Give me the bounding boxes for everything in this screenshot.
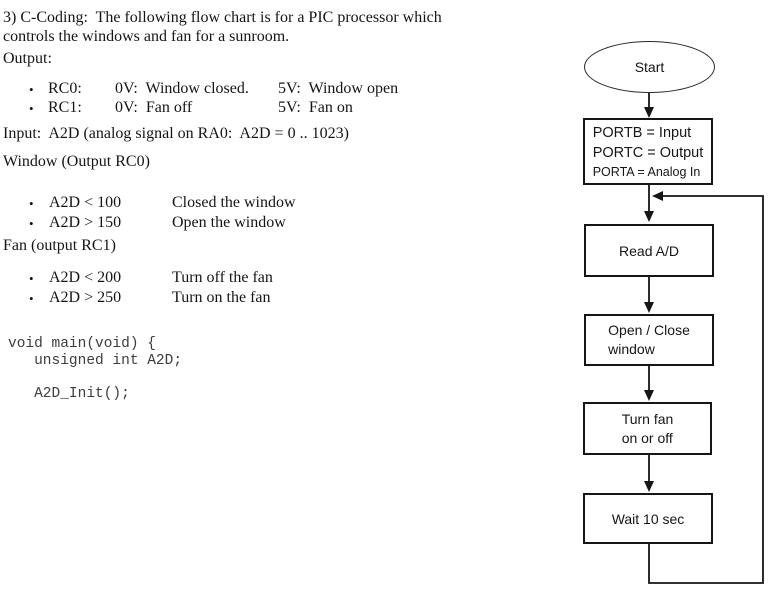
action: Closed the window bbox=[172, 194, 296, 211]
bullet-dot: • bbox=[29, 101, 34, 116]
condition: A2D > 150 bbox=[49, 214, 122, 231]
arrowhead-down-icon bbox=[644, 211, 654, 222]
action: Turn on the fan bbox=[172, 289, 271, 306]
read-label: Read A/D bbox=[619, 242, 679, 259]
flowchart-fan-box: Turn fan on or off bbox=[583, 402, 712, 455]
bullet-dot: • bbox=[29, 271, 34, 286]
init-line-1: PORTB = Input bbox=[592, 124, 692, 141]
condition: A2D < 100 bbox=[49, 194, 122, 211]
pin-label: RC0: bbox=[48, 80, 82, 97]
c-code-snippet: void main(void) { unsigned int A2D; A2D_… bbox=[8, 336, 183, 402]
arrowhead-down-icon bbox=[644, 390, 654, 401]
title-line-1: 3) C-Coding: The following flow chart is… bbox=[3, 9, 442, 26]
window-line-2: window bbox=[608, 341, 655, 357]
init-line-2: PORTC = Output bbox=[592, 144, 704, 161]
fan-line-2: on or off bbox=[621, 429, 673, 446]
high-state: 5V: Fan on bbox=[278, 99, 353, 116]
bullet-dot: • bbox=[29, 82, 34, 97]
window-row-open: • A2D > 150 Open the window bbox=[0, 214, 560, 233]
init-line-3: PORTA = Analog In bbox=[592, 164, 701, 179]
bullet-dot: • bbox=[29, 291, 34, 306]
window-row-close: • A2D < 100 Closed the window bbox=[0, 194, 560, 213]
output-row-rc0: • RC0: 0V: Window closed. 5V: Window ope… bbox=[0, 80, 560, 99]
title-line-2: controls the windows and fan for a sunro… bbox=[3, 28, 290, 45]
condition: A2D < 200 bbox=[49, 269, 122, 286]
flowchart-window-box: Open / Close window bbox=[584, 314, 714, 366]
bullet-dot: • bbox=[29, 196, 34, 211]
low-state: 0V: Fan off bbox=[115, 99, 193, 116]
fan-heading: Fan (output RC1) bbox=[3, 237, 116, 254]
fan-row-off: • A2D < 200 Turn off the fan bbox=[0, 269, 560, 288]
output-heading: Output: bbox=[3, 50, 52, 67]
wait-label: Wait 10 sec bbox=[611, 510, 685, 527]
input-line: Input: A2D (analog signal on RA0: A2D = … bbox=[3, 125, 349, 142]
fan-line-1: Turn fan bbox=[621, 410, 674, 427]
action: Open the window bbox=[172, 214, 286, 231]
window-line-1: Open / Close bbox=[608, 322, 690, 338]
output-row-rc1: • RC1: 0V: Fan off 5V: Fan on bbox=[0, 99, 560, 118]
pin-label: RC1: bbox=[48, 99, 82, 116]
arrowhead-down-icon bbox=[644, 107, 654, 118]
high-state: 5V: Window open bbox=[278, 80, 399, 97]
window-heading: Window (Output RC0) bbox=[3, 153, 150, 170]
arrowhead-down-icon bbox=[644, 302, 654, 313]
flowchart-init-box: PORTB = Input PORTC = Output PORTA = Ana… bbox=[583, 118, 713, 185]
arrowhead-down-icon bbox=[644, 481, 654, 492]
action: Turn off the fan bbox=[172, 269, 273, 286]
condition: A2D > 250 bbox=[49, 289, 122, 306]
flowchart-start-node: Start bbox=[584, 41, 715, 93]
flowchart-read-box: Read A/D bbox=[584, 224, 714, 277]
low-state: 0V: Window closed. bbox=[115, 80, 249, 97]
arrowhead-left-icon bbox=[652, 191, 663, 201]
flowchart-wait-box: Wait 10 sec bbox=[583, 493, 713, 544]
start-label: Start bbox=[634, 59, 665, 75]
fan-row-on: • A2D > 250 Turn on the fan bbox=[0, 289, 560, 308]
bullet-dot: • bbox=[29, 216, 34, 231]
